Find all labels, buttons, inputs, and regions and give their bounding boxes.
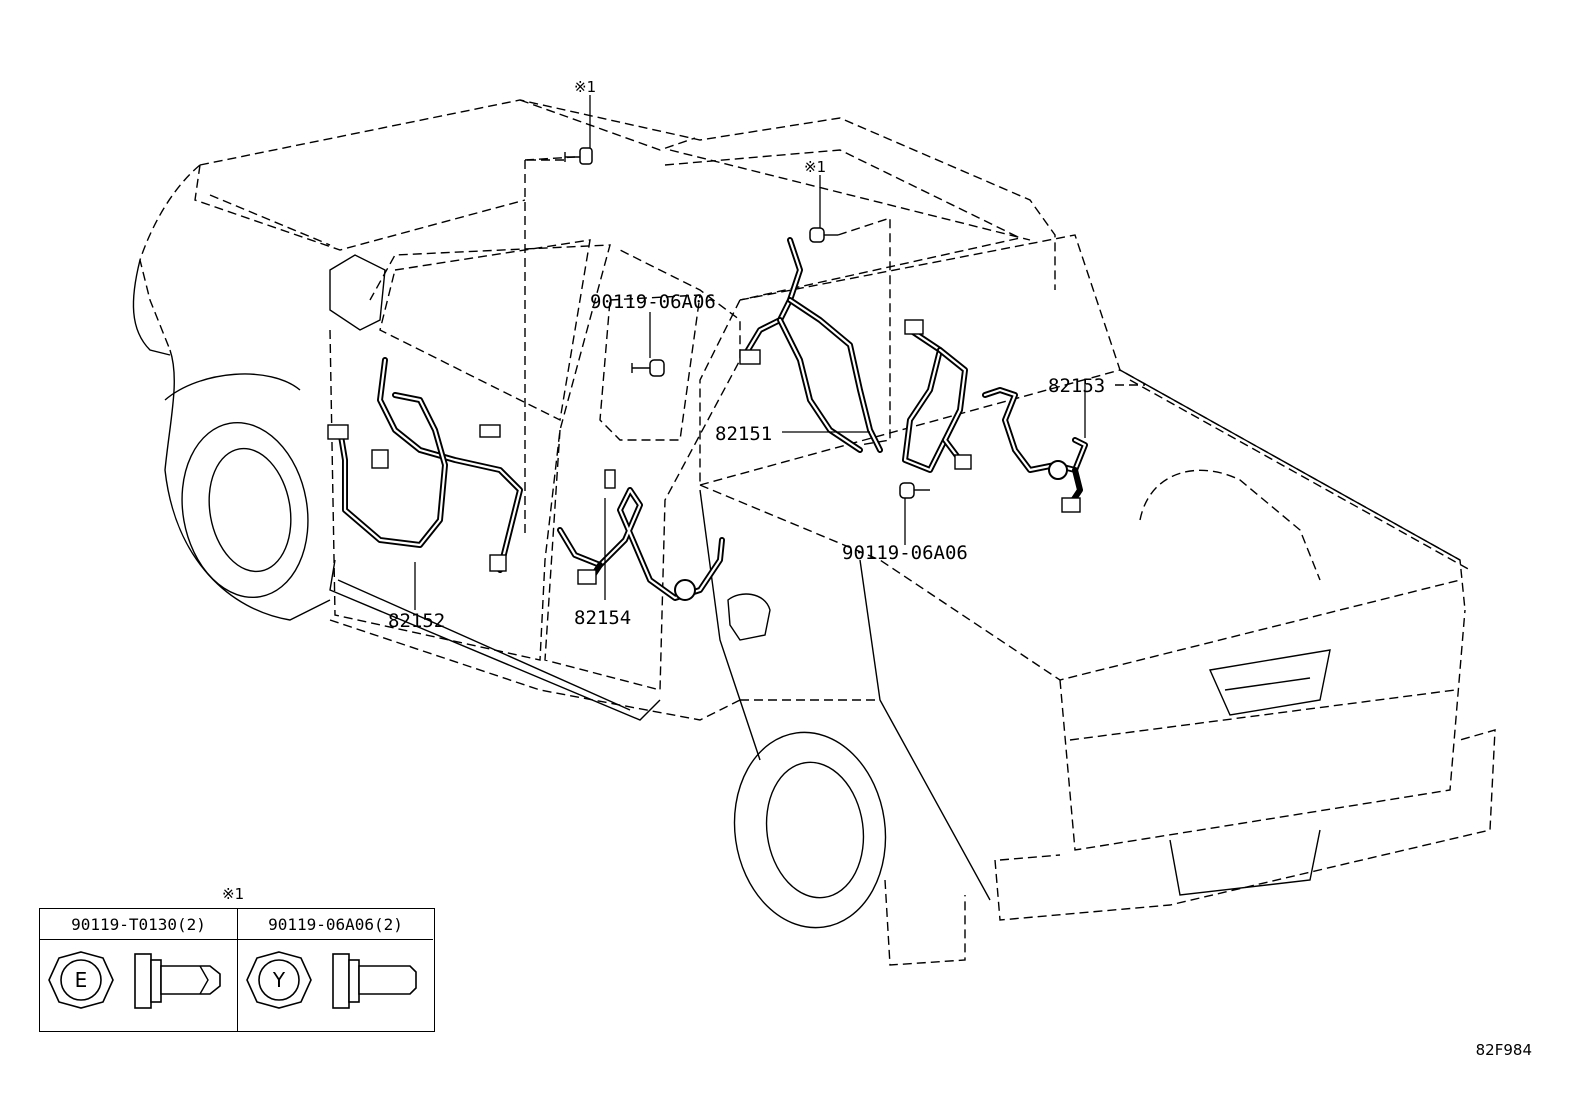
bolt-top-front	[564, 147, 593, 165]
drawing-number: 82F984	[1475, 1041, 1532, 1059]
bolt-top-rear	[809, 227, 838, 243]
bolt-pillar	[631, 359, 665, 377]
legend-note-mark: ※1	[222, 885, 245, 903]
legend-part-number: 90119-06A06(2)	[238, 909, 433, 940]
callout-bolt-lower: 90119-06A06	[842, 542, 968, 564]
callout-82153: 82153	[1048, 375, 1105, 397]
callout-82152: 82152	[388, 610, 445, 632]
harness-82152	[327, 357, 523, 573]
head-mark-y: Y	[272, 968, 286, 992]
bolt-y-illustration: Y	[246, 951, 417, 1009]
bolt-rear-floor	[899, 482, 930, 499]
legend-column-1: 90119-T0130(2) E	[40, 909, 238, 1031]
harness-82153	[982, 387, 1088, 513]
bolt-e-illustration: E	[48, 951, 221, 1009]
head-mark-e: E	[75, 968, 88, 992]
callout-bolt-upper: 90119-06A06	[590, 291, 716, 313]
note-mark-top-front: ※1	[574, 78, 596, 96]
harness-82151	[739, 237, 972, 473]
legend-column-2: 90119-06A06(2) Y	[238, 909, 433, 1031]
leader-lines	[414, 95, 1145, 610]
callout-82151: 82151	[715, 423, 772, 445]
fastener-legend-table: 90119-T0130(2) E 90119-06A06(2) Y	[39, 908, 435, 1032]
harness-82154	[557, 469, 725, 601]
callout-82154: 82154	[574, 607, 631, 629]
legend-part-number: 90119-T0130(2)	[40, 909, 237, 940]
vehicle-outline	[132, 99, 1496, 966]
note-mark-top-rear: ※1	[804, 158, 826, 176]
